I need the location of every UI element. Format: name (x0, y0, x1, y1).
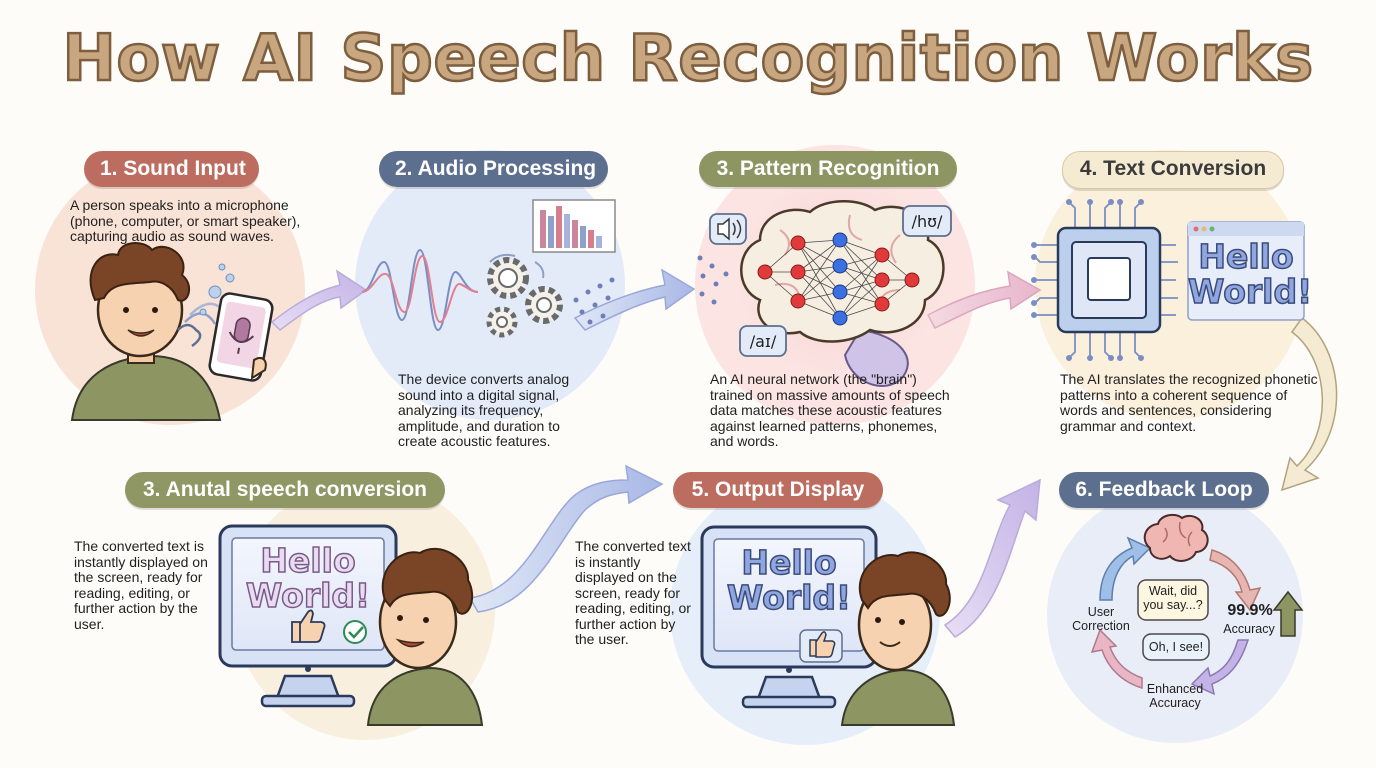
step-3-label: 3. Pattern Recognition (699, 151, 957, 187)
step-5a-description: The converted text is instantly displaye… (74, 538, 208, 632)
hello-line-2: World! (245, 575, 371, 615)
checkmark-icon (343, 620, 367, 644)
spectrogram-icon (532, 199, 616, 253)
bg-blob-4 (1035, 150, 1305, 420)
data-dots (573, 277, 615, 325)
enhanced-accuracy-label: Enhanced Accuracy (1146, 682, 1204, 710)
arrow-5-to-output (468, 464, 664, 613)
step-2-label: 2. Audio Processing (379, 151, 608, 187)
chip-window-text: Hello World! (1187, 237, 1313, 311)
brain-icon (1143, 513, 1209, 562)
step-4-label: 4. Text Conversion (1062, 151, 1284, 189)
thumbs-up-icon (291, 609, 326, 643)
microphone-icon (228, 317, 255, 354)
speech-bubble-answer (1142, 633, 1210, 661)
arrow-4-to-6 (1280, 316, 1338, 492)
gear-icon (486, 257, 563, 338)
speaker-icon (709, 213, 747, 245)
phoneme-a: /hʊ/ (912, 212, 943, 231)
input-dots (697, 255, 729, 305)
step-1-label: 1. Sound Input (84, 151, 259, 187)
rotation-arrows (489, 253, 545, 279)
waveform-icon (361, 248, 479, 332)
speech-bubble-question (1137, 579, 1209, 621)
neural-network (757, 232, 920, 326)
arrow-output-to-feedback (943, 478, 1041, 638)
phoneme-b: /aɪ/ (750, 332, 777, 351)
feedback-cycle-arrows (1090, 536, 1262, 696)
arrow-1-to-2 (270, 269, 368, 331)
step-3-description: An AI neural network (the "brain") train… (710, 371, 950, 449)
thumbs-up-icon (799, 629, 843, 663)
person-reading-right (840, 551, 956, 726)
step-2-description: The device converts analog sound into a … (398, 371, 570, 449)
hello-line-1: Hello (1198, 237, 1295, 276)
output-screen-text: Hello World! (714, 543, 864, 617)
text-window (1187, 221, 1305, 321)
phoneme-bubble-a (902, 205, 952, 237)
hello-line-1: Hello (260, 541, 357, 580)
hello-line-2: World! (726, 577, 852, 617)
speech-bubble-question-text: Wait, did you say...? (1143, 584, 1203, 612)
step-5-label: 5. Output Display (673, 472, 883, 508)
accuracy-label: Accuracy (1223, 622, 1275, 636)
person-reading-left (366, 547, 484, 726)
chip-icon (1031, 199, 1178, 361)
phoneme-bubble-b (739, 325, 787, 357)
step-1-description: A person speaks into a microphone (phone… (70, 197, 301, 244)
hello-line-1: Hello (741, 543, 838, 582)
arrow-up-icon (1272, 590, 1304, 637)
left-screen-text: Hello World! (232, 541, 384, 615)
hello-line-2: World! (1187, 271, 1313, 311)
sound-bubbles (199, 263, 235, 316)
arrow-3-to-4 (926, 270, 1042, 329)
step-6-label: 6. Feedback Loop (1059, 472, 1269, 508)
speech-bubble-answer-text: Oh, I see! (1148, 640, 1204, 654)
page-title: How AI Speech Recognition Works (61, 21, 1314, 98)
user-correction-label: User Correction (1072, 605, 1130, 633)
person-speaking-illustration (70, 242, 232, 421)
step-5-description: The converted text is instantly displaye… (575, 538, 691, 647)
accuracy-value: 99.9% (1227, 602, 1273, 619)
step-4-description: The AI translates the recognized phoneti… (1060, 371, 1318, 434)
step-5a-label: 3. Anutal speech conversion (125, 472, 445, 508)
